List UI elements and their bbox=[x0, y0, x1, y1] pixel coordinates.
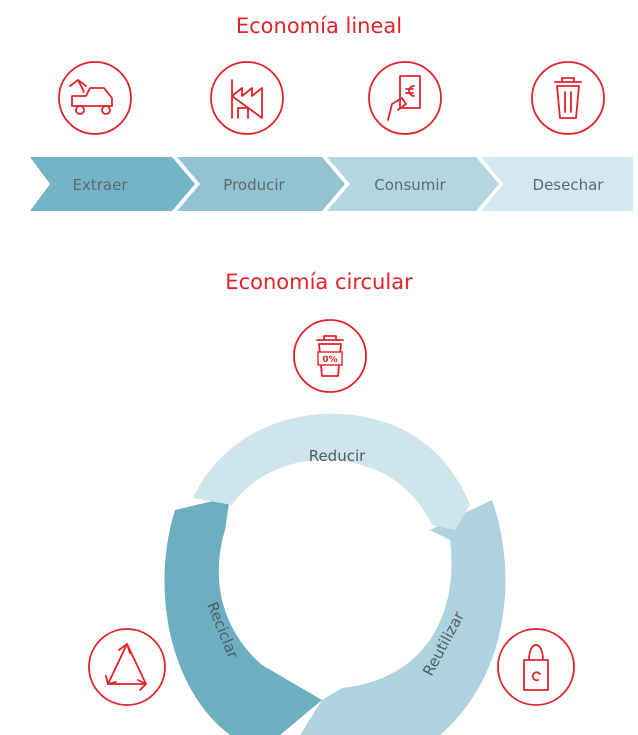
ring-segment-reducir bbox=[193, 413, 470, 530]
recycle-triangle-icon bbox=[88, 628, 166, 706]
factory-icon bbox=[210, 61, 284, 135]
linear-chevron-row: Extraer Producir Consumir Desechar bbox=[30, 157, 633, 211]
zero-percent-badge: 0% bbox=[322, 355, 337, 365]
chevron-producir bbox=[177, 157, 345, 211]
trash-zero-percent-icon: 0% bbox=[293, 319, 367, 393]
step-label-consumir: Consumir bbox=[374, 176, 446, 194]
step-label-extraer: Extraer bbox=[73, 176, 129, 194]
step-label-desechar: Desechar bbox=[533, 176, 605, 194]
ring-segment-reutilizar bbox=[300, 500, 506, 735]
stage-label-reducir: Reducir bbox=[309, 447, 366, 465]
chevron-extraer bbox=[30, 157, 195, 211]
ring-segment-reciclar bbox=[164, 497, 322, 735]
chevron-desechar bbox=[481, 157, 633, 211]
reusable-bag-icon bbox=[497, 628, 575, 706]
linear-economy-title: Economía lineal bbox=[235, 14, 403, 38]
chevron-consumir bbox=[327, 157, 499, 211]
hand-receipt-euro-icon bbox=[368, 61, 442, 135]
circular-ring: Reducir Reutilizar Reciclar bbox=[164, 413, 506, 735]
trash-bin-icon bbox=[531, 61, 605, 135]
step-label-producir: Producir bbox=[223, 176, 285, 194]
mining-truck-icon bbox=[58, 61, 132, 135]
circular-economy-title: Economía circular bbox=[225, 270, 413, 294]
